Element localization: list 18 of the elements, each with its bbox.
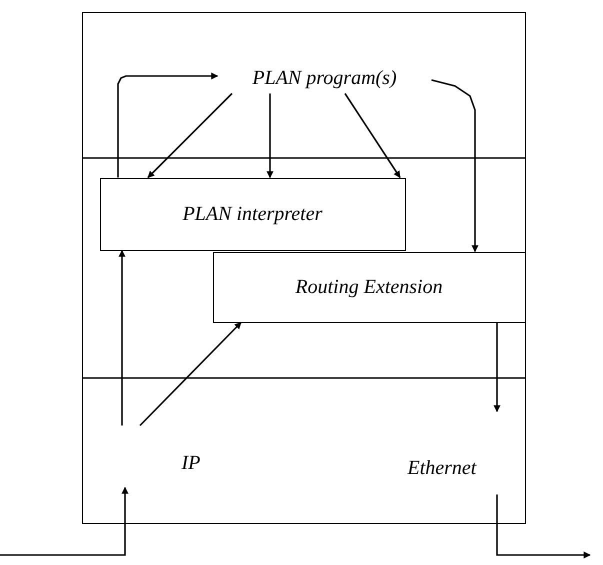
arrow: [139, 322, 242, 426]
arrow: [118, 250, 126, 426]
layer-label: PLAN program(s): [252, 67, 397, 90]
arrow: [266, 94, 274, 178]
arrow: [117, 72, 218, 178]
arrow: [344, 93, 401, 178]
layer-box: [100, 178, 406, 250]
outer-frame: [82, 12, 526, 524]
arrow: [431, 79, 478, 252]
box-label: PLAN interpreter: [182, 202, 322, 226]
layer-label: IP: [180, 450, 202, 476]
layer-box: [212, 252, 526, 322]
layer-label: Ethernet: [408, 456, 476, 480]
arrow: [496, 494, 591, 558]
box-label: Routing Extension: [295, 276, 443, 298]
arrow: [147, 92, 233, 178]
arrow: [0, 486, 128, 556]
arrow: [494, 322, 500, 412]
